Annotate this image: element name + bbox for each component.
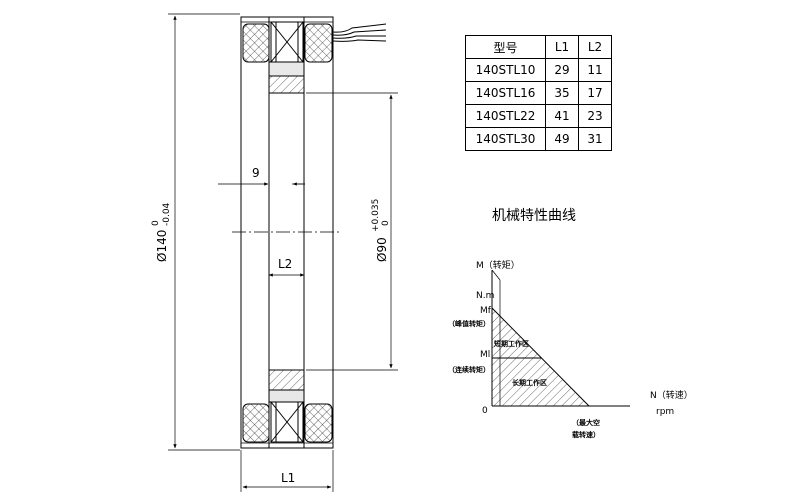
mf-desc: （峰值转矩） [448,319,490,328]
dim-l2-text: L2 [278,257,292,271]
rotor-bottom-hatch [268,369,305,391]
nmax-desc-1: （最大空 [572,418,600,427]
spec-table: 型号 L1 L2 140STL10 29 11 140STL16 35 17 1… [465,35,612,151]
origin-label: 0 [482,406,488,416]
inner-tol-upper: +0.035 [371,199,381,232]
coil-bottom-right [304,403,333,443]
y-axis-unit: N.m [476,291,494,301]
coil-top-left [242,23,270,63]
cell-model: 140STL16 [465,81,546,105]
zone-short-label: 短期工作区 [494,339,529,348]
body-outline [240,16,334,449]
table-row: 140STL22 41 23 [465,104,612,128]
cell-model: 140STL30 [465,127,546,151]
curve-title: 机械特性曲线 [492,208,576,224]
mf-label: Mf [480,306,492,316]
nmax-desc-2: 载转速） [572,430,600,439]
ml-desc: （连续转矩） [448,365,490,374]
table-row: 140STL10 29 11 [465,58,612,82]
dim-l1-text: L1 [281,471,295,485]
zone-long-label: 长期工作区 [512,378,547,387]
inner-tol-lower: 0 [381,220,391,226]
bearing-top [270,21,304,63]
header-model: 型号 [465,35,546,59]
cell-l1: 29 [545,58,579,82]
dimensions: Ø140 0 -0.04 Ø90 +0.035 0 9 L2 L1 [151,13,398,492]
cell-l1: 35 [545,81,579,105]
dim-9-text: 9 [252,166,260,180]
coil-bottom-left [242,403,270,443]
ml-label: Ml [480,350,490,360]
x-axis-unit: rpm [656,407,674,417]
magnet-bottom [268,389,305,403]
outer-tol-lower: -0.04 [162,202,172,226]
cell-model: 140STL22 [465,104,546,128]
outer-diameter-text: Ø140 [155,230,169,262]
section-view [232,16,387,449]
cell-l2: 11 [578,58,612,82]
long-term-zone [492,358,588,406]
magnet-top [268,61,305,77]
header-l2: L2 [578,35,612,59]
cell-l2: 31 [578,127,612,151]
y-axis-label: M（转矩） [476,259,520,271]
cell-l2: 23 [578,104,612,128]
coil-top-right [304,23,333,63]
cell-l1: 41 [545,104,579,128]
table-row: 140STL30 49 31 [465,127,612,151]
inner-diameter-text: Ø90 [375,237,389,262]
x-axis-label: N（转速） [650,389,693,401]
cell-l1: 49 [545,127,579,151]
spec-table-header-row: 型号 L1 L2 [465,35,612,59]
rotor-top-hatch [268,75,305,94]
lead-wires [332,23,387,42]
cell-model: 140STL10 [465,58,546,82]
table-row: 140STL16 35 17 [465,81,612,105]
header-l1: L1 [545,35,579,59]
characteristic-curve: M（转矩） N.m Mf （峰值转矩） Ml （连续转矩） 短期工作区 长期工作… [448,259,693,439]
bearing-bottom [270,401,304,443]
outer-tol-upper: 0 [151,220,161,226]
cell-l2: 17 [578,81,612,105]
